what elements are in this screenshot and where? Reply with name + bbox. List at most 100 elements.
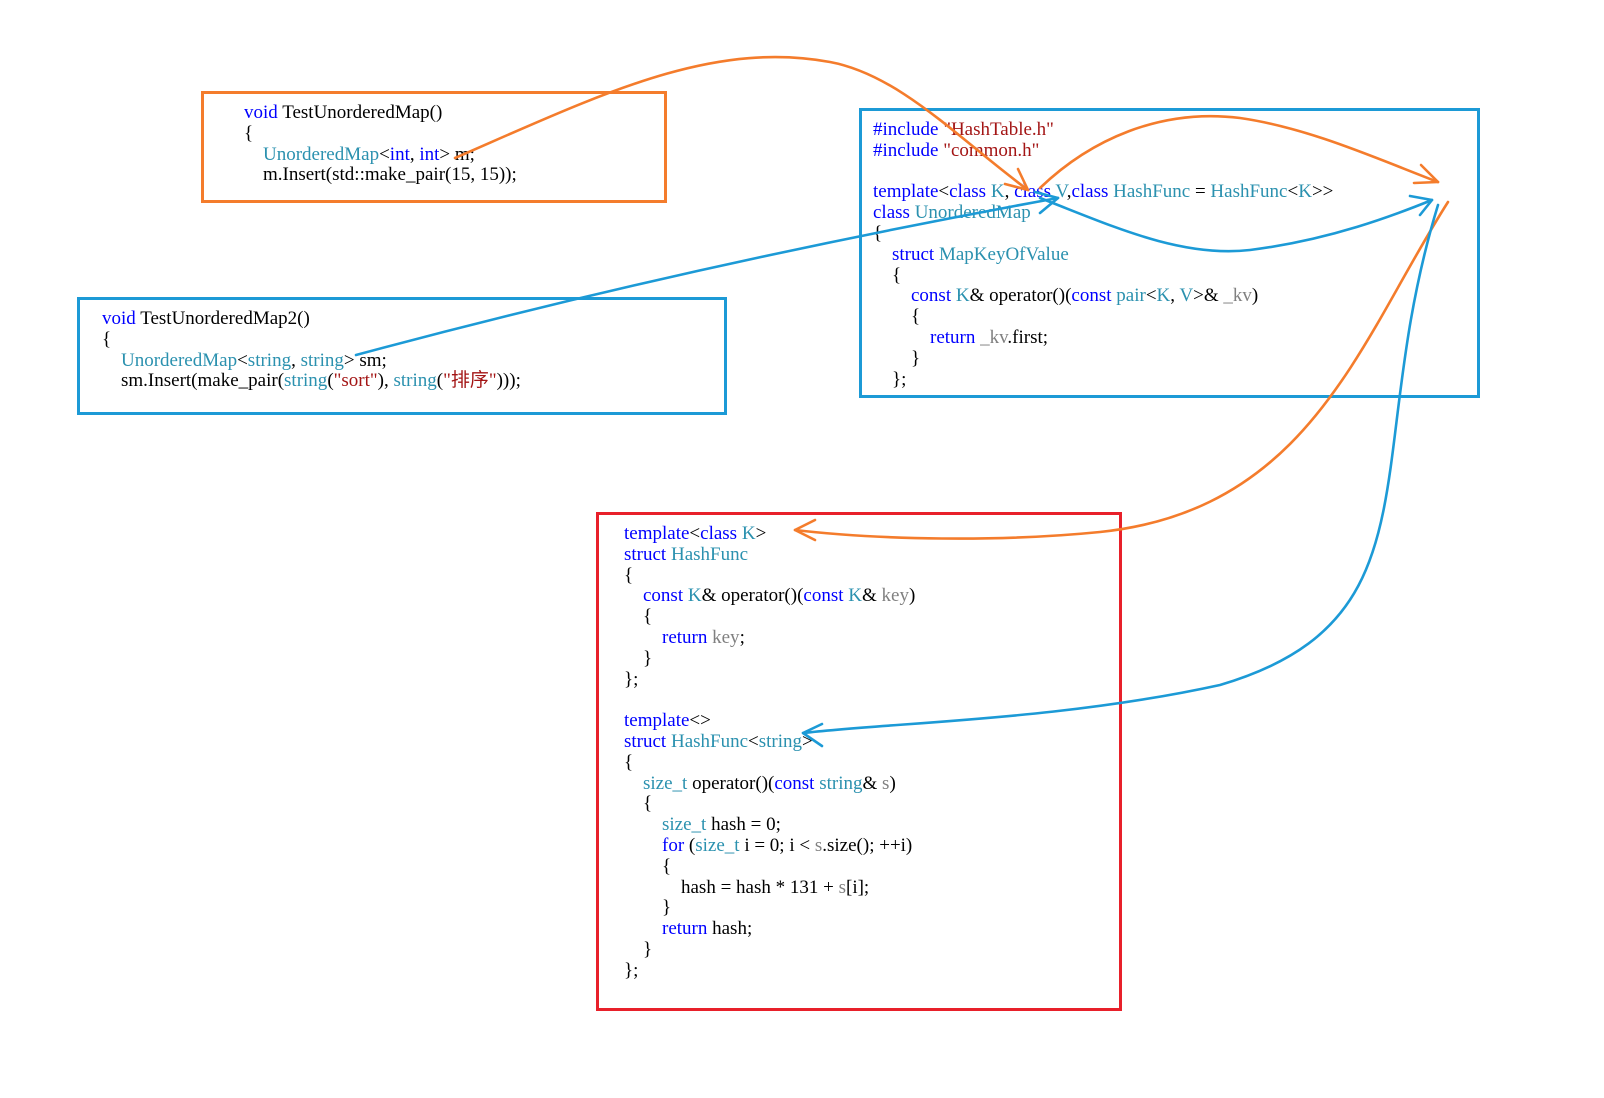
code-token: K [687, 585, 702, 607]
code-token: ) [1251, 285, 1259, 307]
code-line: template<class K, class V,class HashFunc… [873, 181, 1334, 203]
code-token: } [624, 647, 653, 669]
code-line: } [624, 939, 915, 961]
test-unordered-map2-code: void TestUnorderedMap2() { UnorderedMap<s… [102, 308, 521, 392]
code-token: s [882, 772, 890, 794]
code-token: string [393, 370, 437, 392]
code-token: { [624, 606, 653, 628]
code-token: class [1014, 181, 1051, 203]
code-token: HashFunc [670, 543, 749, 565]
code-token: UnorderedMap [263, 143, 380, 165]
code-line: { [244, 123, 517, 145]
code-token: <> [689, 710, 711, 732]
code-line: sm.Insert(make_pair(string("sort"), stri… [102, 370, 521, 392]
code-line: { [624, 751, 915, 774]
code-line: }; [624, 668, 915, 691]
code-token: > [802, 730, 813, 752]
code-line: return hash; [624, 918, 915, 940]
code-token: "排序" [443, 370, 497, 392]
code-token: , [1066, 181, 1072, 203]
code-token: { [624, 751, 634, 773]
code-line: UnorderedMap<string, string> sm; [102, 349, 521, 372]
code-token: ) [889, 772, 896, 794]
code-token: { [873, 222, 883, 244]
code-line: const K& operator()(const K& key) [624, 585, 916, 607]
code-token: { [102, 328, 112, 350]
code-token: "sort" [333, 370, 378, 392]
code-token: return [930, 326, 976, 348]
code-token: >> [1311, 181, 1334, 203]
code-token: } [873, 347, 921, 369]
code-token: }; [624, 668, 639, 690]
code-token: hash = hash * 131 + [624, 876, 839, 898]
code-token: < [689, 523, 701, 544]
code-token: int [419, 143, 440, 165]
code-token: key [712, 626, 740, 648]
code-line: { [873, 306, 1333, 328]
code-line: { [624, 793, 915, 815]
code-token: return [662, 918, 708, 940]
code-token: HashFunc [670, 730, 749, 752]
code-token: ) [908, 585, 916, 607]
code-token: size_t [695, 834, 740, 856]
code-token: { [873, 306, 921, 328]
code-line: UnorderedMap<int, int> m; [244, 143, 517, 166]
code-token: ))); [496, 370, 521, 392]
code-token: K [955, 285, 970, 307]
code-token: > m; [439, 143, 475, 165]
code-token: ), [377, 370, 394, 392]
code-token: < [1287, 181, 1299, 203]
code-token: class [873, 202, 910, 224]
code-token [244, 144, 263, 165]
code-token: template [873, 181, 939, 203]
code-token: const [803, 585, 844, 607]
code-line: #include "HashTable.h" [873, 119, 1333, 141]
code-token: TestUnorderedMap2() [135, 308, 310, 329]
code-token: void [244, 102, 278, 123]
code-token: struct [624, 730, 667, 752]
code-token: > sm; [343, 349, 387, 371]
code-line: { [873, 222, 1333, 245]
code-token [873, 244, 892, 265]
unordered-map-class-code: #include "HashTable.h"#include "common.h… [873, 119, 1334, 390]
code-line: void TestUnorderedMap() [244, 102, 517, 124]
code-line: { [873, 264, 1333, 287]
code-token: }; [624, 959, 639, 981]
code-token [102, 350, 121, 371]
code-token: operator()( [687, 772, 775, 794]
unordered-map-class-box: #include "HashTable.h"#include "common.h… [859, 108, 1480, 398]
code-token: hash = 0; [706, 814, 781, 836]
code-token: { [873, 264, 902, 286]
code-token: , [1004, 181, 1015, 203]
code-line: } [873, 347, 1333, 370]
code-token: V [1179, 285, 1194, 307]
code-token: size_t [643, 772, 688, 794]
code-token: const [643, 585, 684, 607]
code-token: #include [873, 119, 939, 140]
code-token: { [624, 564, 634, 586]
code-line: #include "common.h" [873, 140, 1333, 162]
code-token: s [814, 834, 823, 856]
code-token [873, 285, 911, 306]
code-token: [i]; [846, 876, 870, 898]
code-token: void [102, 308, 136, 329]
code-token: } [624, 897, 672, 919]
code-line: return key; [624, 626, 915, 649]
code-token: pair [1116, 285, 1146, 307]
code-token [624, 835, 662, 856]
code-token: key [881, 585, 909, 607]
code-token [624, 585, 643, 606]
code-line: hash = hash * 131 + s[i]; [624, 876, 915, 899]
code-token: HashFunc [1113, 181, 1191, 203]
code-token: < [1145, 285, 1157, 307]
code-line: size_t hash = 0; [624, 814, 915, 836]
code-line: template<> [624, 710, 915, 732]
code-token: >& [1193, 285, 1224, 307]
test-unordered-map2-box: void TestUnorderedMap2() { UnorderedMap<s… [77, 297, 727, 415]
code-token: class [700, 523, 738, 544]
code-token: ; [739, 626, 745, 648]
code-token: K [1156, 285, 1171, 307]
code-token: < [938, 181, 950, 203]
code-line: struct MapKeyOfValue [873, 244, 1333, 266]
code-token: const [1071, 285, 1112, 307]
